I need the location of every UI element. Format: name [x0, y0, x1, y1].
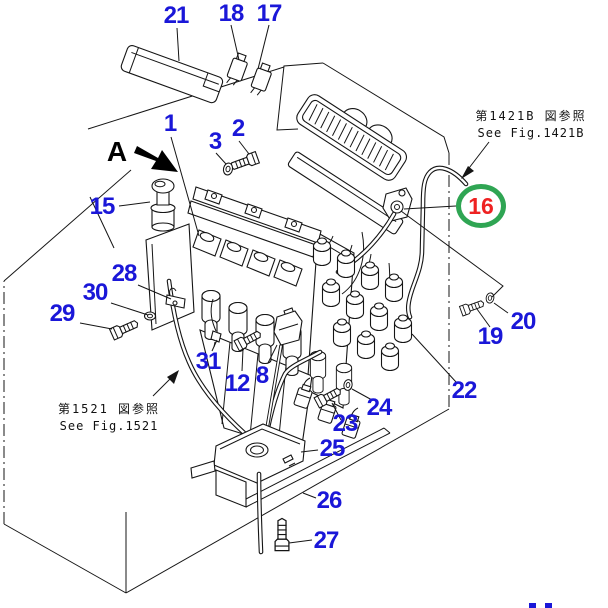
ref-fig1421b: 第1421B 図参照 See Fig.1421B: [475, 108, 586, 142]
callout-20[interactable]: 20: [510, 308, 537, 335]
callout-25[interactable]: 25: [319, 435, 346, 462]
wire-connector-31: [210, 298, 222, 348]
base-panel: [287, 151, 404, 235]
washer-20: [484, 291, 496, 305]
callout-2[interactable]: 2: [231, 115, 245, 142]
ref-fig1421b-jp: 第1421B 図参照: [475, 109, 587, 123]
mounting-plate-25: [190, 423, 306, 484]
callout-29[interactable]: 29: [49, 300, 76, 327]
ref-fig1421b-en: See Fig.1421B: [477, 126, 585, 140]
cover-part-21: [120, 45, 224, 104]
tube-to-fig1421b: [405, 165, 469, 320]
clamp-28: [165, 287, 186, 309]
finned-unit: [296, 94, 408, 181]
valve-part-8: [273, 307, 303, 346]
harness-to-fig1521: [166, 278, 262, 449]
fin-hatching: [308, 104, 394, 171]
callout-26[interactable]: 26: [316, 487, 343, 514]
callout-24[interactable]: 24: [366, 394, 393, 421]
callout-8[interactable]: 8: [255, 362, 269, 389]
leader-lines: [79, 24, 509, 544]
view-direction-arrow: [134, 146, 178, 172]
callout-17[interactable]: 17: [256, 0, 283, 27]
callout-28[interactable]: 28: [111, 260, 138, 287]
callout-12[interactable]: 12: [224, 370, 251, 397]
callout-16-highlighted: 16: [468, 192, 494, 219]
callout-3[interactable]: 3: [208, 128, 222, 155]
bolt-27: [274, 517, 290, 552]
bolt-2: [228, 151, 260, 174]
view-label-a: A: [106, 136, 128, 167]
highlight-ellipse-16[interactable]: 16: [456, 184, 506, 228]
bolt-29: [108, 317, 141, 341]
ref-fig1521-jp: 第1521 図参照: [57, 402, 161, 416]
bolt-19: [459, 297, 486, 317]
relief-valve-15: [150, 178, 176, 232]
support-bracket-26: [215, 427, 391, 508]
callout-31[interactable]: 31: [195, 348, 222, 375]
switch-part-17: [250, 62, 272, 96]
cropped-callout-marks: [529, 603, 552, 608]
clamp-bracket-16: [382, 187, 413, 222]
ref-arrow-1421b: [461, 141, 490, 179]
callout-22[interactable]: 22: [451, 377, 478, 404]
switch-part-18: [226, 52, 248, 86]
callout-19[interactable]: 19: [477, 323, 504, 350]
nut-30: [143, 311, 157, 321]
callout-27[interactable]: 27: [313, 527, 340, 554]
callout-23[interactable]: 23: [332, 410, 359, 437]
callout-18[interactable]: 18: [218, 0, 245, 27]
tube-below-plate: [256, 471, 264, 555]
console-outline: [3, 62, 450, 594]
ref-arrow-1521: [152, 370, 179, 397]
callout-21[interactable]: 21: [163, 2, 190, 29]
ref-fig1521: 第1521 図参照 See Fig.1521: [58, 401, 160, 435]
callout-30[interactable]: 30: [82, 279, 109, 306]
callout-15[interactable]: 15: [89, 193, 116, 220]
ref-fig1521-en: See Fig.1521: [59, 419, 159, 433]
callout-1[interactable]: 1: [163, 110, 177, 137]
